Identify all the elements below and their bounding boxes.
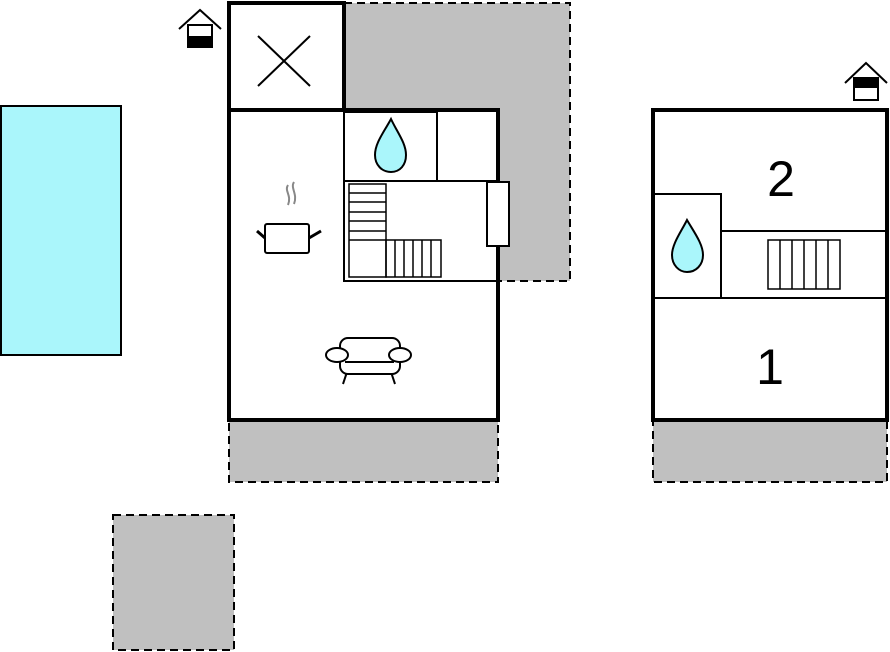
ground-floor <box>227 1 510 422</box>
house-upper-floor-icon <box>844 61 888 101</box>
terrace-ground-bottom <box>228 420 499 483</box>
cross-icon <box>257 35 311 87</box>
sofa-icon <box>325 337 412 385</box>
water-drop-icon <box>670 217 705 274</box>
window <box>486 181 510 247</box>
house-ground-floor-icon <box>178 8 222 48</box>
upper-floor: 2 1 <box>651 108 889 422</box>
bedroom-1-label: 1 <box>756 339 784 395</box>
stairs-icon <box>767 239 841 290</box>
terrace-upper-bottom <box>652 420 888 483</box>
cooking-pot-icon <box>256 181 322 254</box>
storage-room <box>227 1 346 112</box>
terrace-small <box>112 514 235 651</box>
water-drop-icon <box>373 116 408 174</box>
pool <box>0 105 122 356</box>
stairs-icon <box>348 183 442 278</box>
bedroom-2-label: 2 <box>767 151 795 207</box>
